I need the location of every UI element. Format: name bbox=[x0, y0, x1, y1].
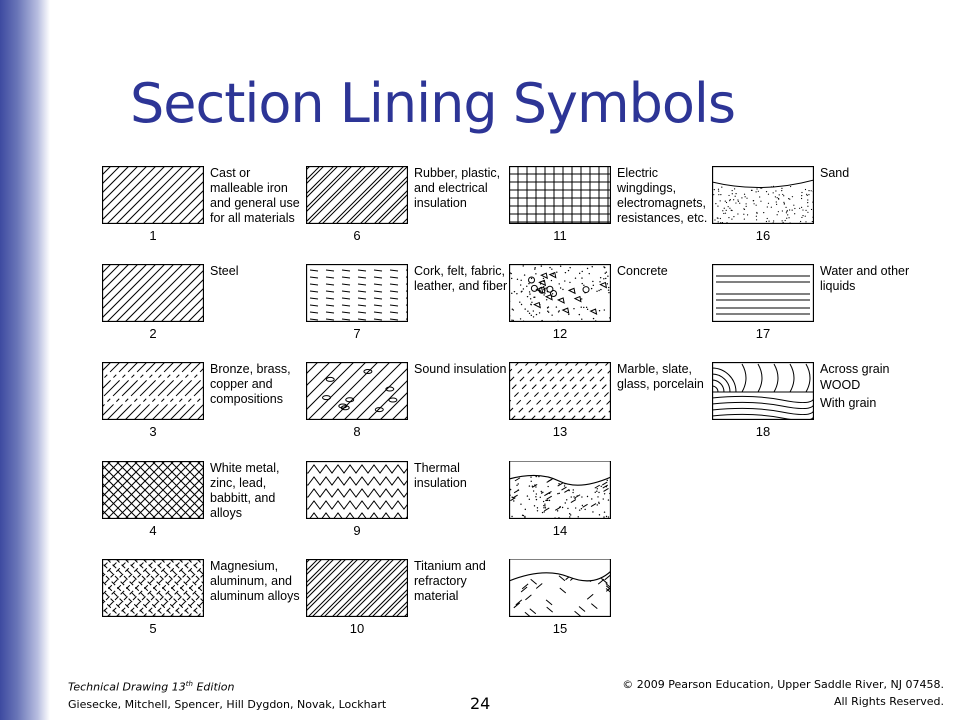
symbol-number: 1 bbox=[149, 228, 157, 243]
wood-label: WOOD bbox=[820, 378, 861, 392]
symbol-number: 6 bbox=[353, 228, 361, 243]
hatch-pattern-17 bbox=[712, 264, 814, 322]
symbol-label: Steel bbox=[210, 264, 239, 278]
hatch-pattern-4 bbox=[102, 461, 204, 519]
hatch-pattern-6 bbox=[306, 166, 408, 224]
footer-copyright: © 2009 Pearson Education, Upper Saddle R… bbox=[622, 676, 944, 710]
symbol-number: 11 bbox=[553, 228, 567, 243]
symbol-cell-7: 7 Cork, felt, fabric, leather, and fiber bbox=[306, 264, 507, 360]
book-authors: Giesecke, Mitchell, Spencer, Hill Dygdon… bbox=[68, 697, 387, 711]
symbol-cell-10: 10 Titanium and refractory material bbox=[306, 559, 506, 655]
hatch-pattern-12 bbox=[509, 264, 611, 322]
rights-text: All Rights Reserved. bbox=[833, 695, 944, 708]
symbol-label: Magnesium, aluminum, and aluminum alloys bbox=[210, 559, 300, 603]
symbol-cell-16: 16 Sand bbox=[712, 166, 912, 262]
symbol-label: Electric wingdings, electromagnets, resi… bbox=[617, 166, 708, 225]
hatch-pattern-2 bbox=[102, 264, 204, 322]
symbol-cell-11: 11 Electric wingdings, electromagnets, re… bbox=[509, 166, 709, 262]
footer-book-info: Technical Drawing 13th Edition Giesecke,… bbox=[68, 676, 386, 713]
book-title: Technical Drawing 13 bbox=[68, 680, 186, 694]
symbol-label: Bronze, brass, copper and compositions bbox=[210, 362, 291, 406]
symbol-cell-17: 17 Water and other liquids bbox=[712, 264, 912, 360]
page-number: 24 bbox=[470, 694, 491, 713]
symbol-number: 15 bbox=[552, 621, 568, 636]
hatch-pattern-10 bbox=[306, 559, 408, 617]
symbol-cell-4: 4 White metal, zinc, lead, babbitt, and a… bbox=[102, 461, 302, 557]
symbol-label: Cast or malleable iron and general use f… bbox=[210, 166, 300, 225]
side-gradient-bar bbox=[0, 0, 50, 720]
symbol-label: Sound insulation bbox=[414, 362, 507, 376]
hatch-pattern-18 bbox=[712, 362, 814, 420]
symbol-number: 8 bbox=[353, 424, 361, 439]
symbol-number: 5 bbox=[149, 621, 157, 636]
symbol-label: Rubber, plastic, and electrical insulati… bbox=[414, 166, 501, 210]
symbol-cell-6: 6 Rubber, plastic, and electrical insulat… bbox=[306, 166, 506, 262]
symbol-label: Water and other liquids bbox=[820, 264, 910, 293]
symbol-cell-12: 12 Concrete bbox=[509, 264, 709, 360]
symbol-cell-14: 14 bbox=[509, 461, 709, 557]
symbol-cell-1: 1 Cast or malleable iron and general use … bbox=[102, 166, 302, 262]
slide-title: Section Lining Symbols bbox=[130, 72, 736, 135]
hatch-pattern-13 bbox=[509, 362, 611, 420]
hatch-pattern-8 bbox=[306, 362, 408, 420]
symbol-label: Cork, felt, fabric, leather, and fiber bbox=[414, 264, 508, 293]
symbol-label: Thermal insulation bbox=[414, 461, 467, 490]
symbol-number: 17 bbox=[755, 326, 771, 341]
symbol-number: 10 bbox=[349, 621, 365, 636]
symbol-label: Marble, slate, glass, porcelain bbox=[617, 362, 704, 391]
symbol-number: 13 bbox=[552, 424, 568, 439]
symbol-number: 12 bbox=[552, 326, 568, 341]
symbol-number: 9 bbox=[353, 523, 361, 538]
edition-sup: th bbox=[185, 680, 193, 688]
symbol-number: 3 bbox=[149, 424, 157, 439]
symbol-number: 14 bbox=[552, 523, 568, 538]
hatch-pattern-7 bbox=[306, 264, 408, 322]
edition-word: Edition bbox=[192, 680, 235, 694]
symbol-label: Titanium and refractory material bbox=[414, 559, 486, 603]
hatch-pattern-5 bbox=[102, 559, 204, 617]
hatch-pattern-9 bbox=[306, 461, 408, 519]
hatch-pattern-15 bbox=[509, 559, 611, 617]
symbol-cell-3: 3 Bronze, brass, copper and compositions bbox=[102, 362, 302, 458]
hatch-pattern-11 bbox=[509, 166, 611, 224]
symbol-cell-15: 15 bbox=[509, 559, 709, 655]
copyright-text: © 2009 Pearson Education, Upper Saddle R… bbox=[622, 678, 944, 691]
symbol-number: 16 bbox=[755, 228, 771, 243]
symbol-cell-5: 5 Magnesium, aluminum, and aluminum alloy… bbox=[102, 559, 302, 655]
symbol-number: 4 bbox=[149, 523, 157, 538]
symbol-cell-13: 13 Marble, slate, glass, porcelain bbox=[509, 362, 709, 458]
symbol-cell-8: 8 Sound insulation bbox=[306, 362, 506, 458]
wood-across-label: Across grain bbox=[820, 362, 890, 376]
wood-with-label: With grain bbox=[820, 396, 877, 410]
symbol-cell-9: 9 Thermal insulation bbox=[306, 461, 506, 557]
hatch-pattern-16 bbox=[712, 166, 814, 224]
symbol-number: 7 bbox=[353, 326, 361, 341]
symbol-cell-2: 2 Steel bbox=[102, 264, 302, 360]
symbol-number: 2 bbox=[149, 326, 157, 341]
hatch-pattern-1 bbox=[102, 166, 204, 224]
symbol-label: Concrete bbox=[617, 264, 668, 278]
symbol-label: Sand bbox=[820, 166, 850, 180]
symbol-label: White metal, zinc, lead, babbitt, and al… bbox=[210, 461, 280, 520]
symbol-number: 18 bbox=[755, 424, 771, 439]
hatch-pattern-14 bbox=[509, 461, 611, 519]
hatch-pattern-3 bbox=[102, 362, 204, 420]
